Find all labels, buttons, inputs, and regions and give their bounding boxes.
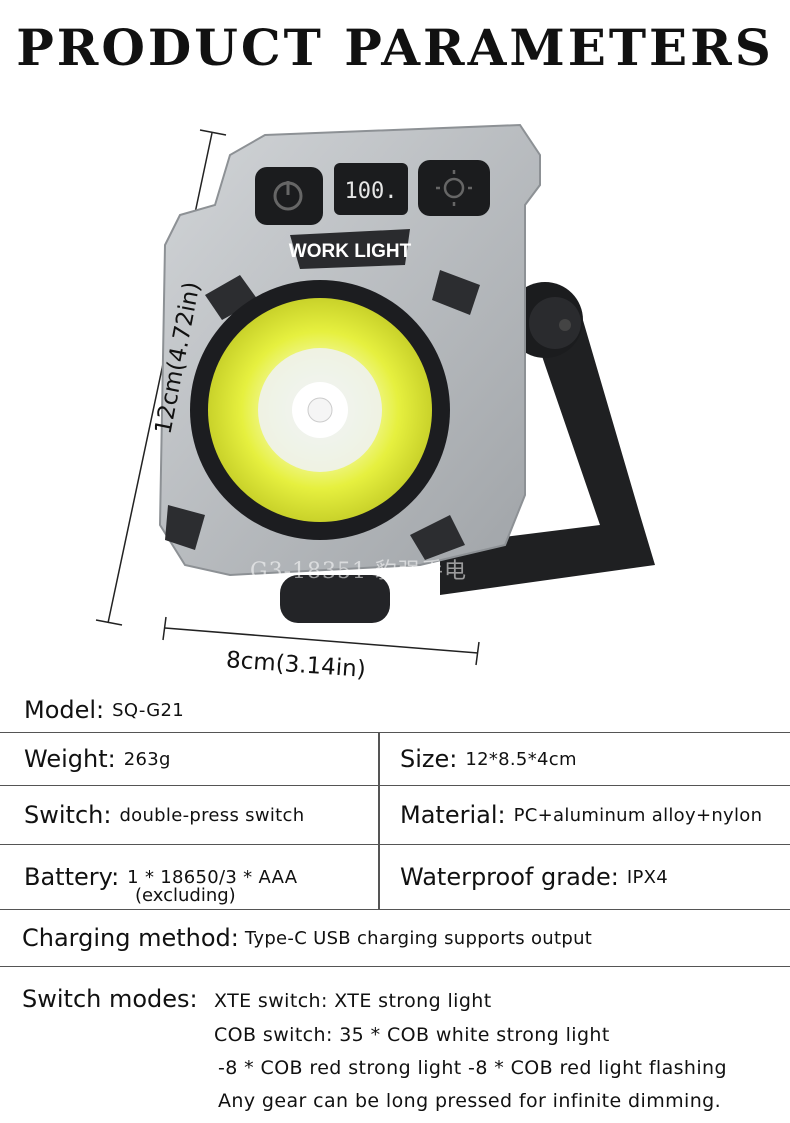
charging-label: Charging method: xyxy=(22,924,239,952)
column-divider xyxy=(378,845,380,909)
material-value: PC+aluminum alloy+nylon xyxy=(513,804,763,826)
spec-row-weight-size: Weight: 263g Size: 12*8.5*4cm xyxy=(0,733,790,786)
mode-line: Any gear can be long pressed for infinit… xyxy=(218,1090,722,1112)
work-light-badge xyxy=(290,229,410,269)
waterproof-label: Waterproof grade: xyxy=(400,863,619,891)
mode-line: XTE switch: XTE strong light xyxy=(214,990,492,1012)
spec-row-switch-material: Switch: double-press switch Material: PC… xyxy=(0,786,790,845)
switch-label: Switch: xyxy=(24,801,112,829)
spec-row-charging: Charging method: Type-C USB charging sup… xyxy=(0,910,790,967)
size-value: 12*8.5*4cm xyxy=(465,748,577,770)
watermark: G3-18351 豹强手电 xyxy=(250,559,467,584)
switch-value: double-press switch xyxy=(119,804,305,826)
bottom-knob xyxy=(280,575,390,623)
model-label: Model: xyxy=(24,696,105,724)
svg-text:100.: 100. xyxy=(345,179,398,204)
mode-line: COB switch: 35 * COB white strong light xyxy=(214,1024,610,1046)
battery-note: (excluding) xyxy=(135,885,236,906)
material-label: Material: xyxy=(400,801,506,829)
waterproof-value: IPX4 xyxy=(626,866,669,888)
width-dimension-line xyxy=(164,627,479,654)
folding-stand xyxy=(440,290,655,595)
switch-modes-label: Switch modes: xyxy=(22,985,198,1013)
size-label: Size: xyxy=(400,745,458,773)
charging-value: Type-C USB charging supports output xyxy=(244,927,593,949)
mode-line: -8 * COB red strong light -8 * COB red l… xyxy=(218,1057,727,1079)
model-value: SQ-G21 xyxy=(112,699,185,721)
sun-icon xyxy=(443,177,465,199)
power-button xyxy=(255,167,323,225)
spec-row-model: Model: SQ-G21 xyxy=(0,688,790,733)
work-light-illustration: 100. WORK LIGHT xyxy=(95,123,655,666)
battery-value: 1 * 18650/3 * AAA xyxy=(127,866,298,888)
column-divider xyxy=(378,786,380,844)
mode-button xyxy=(418,160,490,216)
vent-grilles xyxy=(165,270,480,560)
page-title: PRODUCT PARAMETERS xyxy=(16,18,774,77)
weight-value: 263g xyxy=(123,748,171,770)
svg-text:WORK LIGHT: WORK LIGHT xyxy=(289,241,412,262)
product-image: 100. WORK LIGHT xyxy=(0,95,790,695)
battery-display xyxy=(334,163,408,215)
battery-label: Battery: xyxy=(24,863,120,891)
column-divider xyxy=(378,733,380,785)
spec-row-battery-waterproof: Battery: 1 * 18650/3 * AAA (excluding) W… xyxy=(0,845,790,910)
weight-label: Weight: xyxy=(24,745,116,773)
